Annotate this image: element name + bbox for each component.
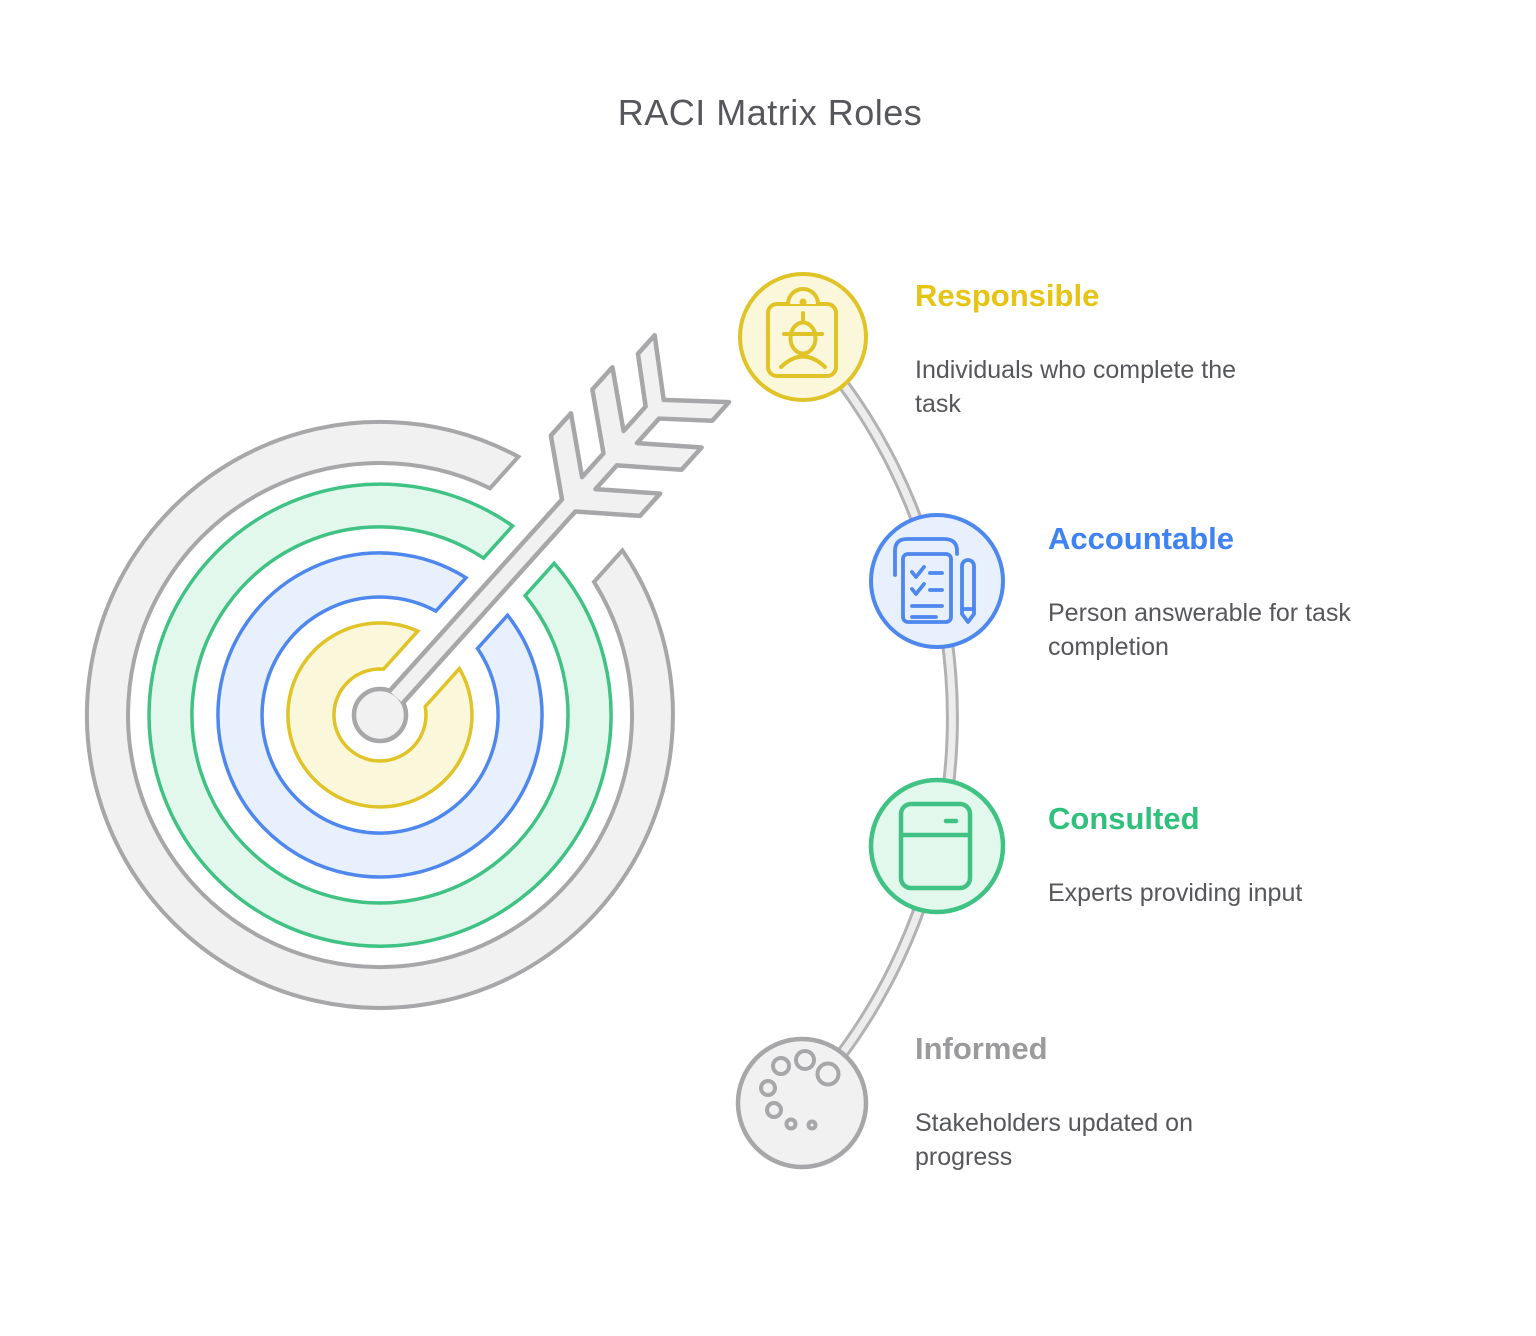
target-rings <box>84 419 675 1010</box>
arrow-shaft-fletching <box>387 332 732 705</box>
target-ring-blue <box>216 551 544 879</box>
dots-spinner-icon <box>759 1049 841 1131</box>
bullseye-center <box>351 686 409 744</box>
role-heading-accountable: Accountable <box>1048 521 1235 556</box>
connector-arc <box>795 327 959 1109</box>
role-badge-accountable <box>869 513 1005 649</box>
target-ring-green <box>147 482 613 948</box>
arrow <box>387 332 732 705</box>
role-badge-responsible <box>738 272 868 402</box>
target-ring-outer-gray <box>84 419 675 1010</box>
role-heading-informed: Informed <box>915 1031 1048 1066</box>
role-heading-consulted: Consulted <box>1048 801 1200 836</box>
role-description-accountable: Person answerable for task completion <box>1048 599 1351 661</box>
role-description-consulted: Experts providing input <box>1048 879 1303 907</box>
role-badge-consulted <box>868 777 1006 915</box>
target-ring-yellow <box>286 621 474 809</box>
role-description-responsible: Individuals who complete the task <box>915 356 1237 418</box>
role-description-informed: Stakeholders updated on progress <box>915 1109 1193 1171</box>
page-title: RACI Matrix Roles <box>617 92 923 133</box>
clipboard-person-icon <box>766 287 838 378</box>
checklist-pen-icon <box>893 537 976 624</box>
card-icon <box>898 801 973 891</box>
role-badge-informed <box>735 1036 869 1170</box>
role-heading-responsible: Responsible <box>915 278 1100 313</box>
